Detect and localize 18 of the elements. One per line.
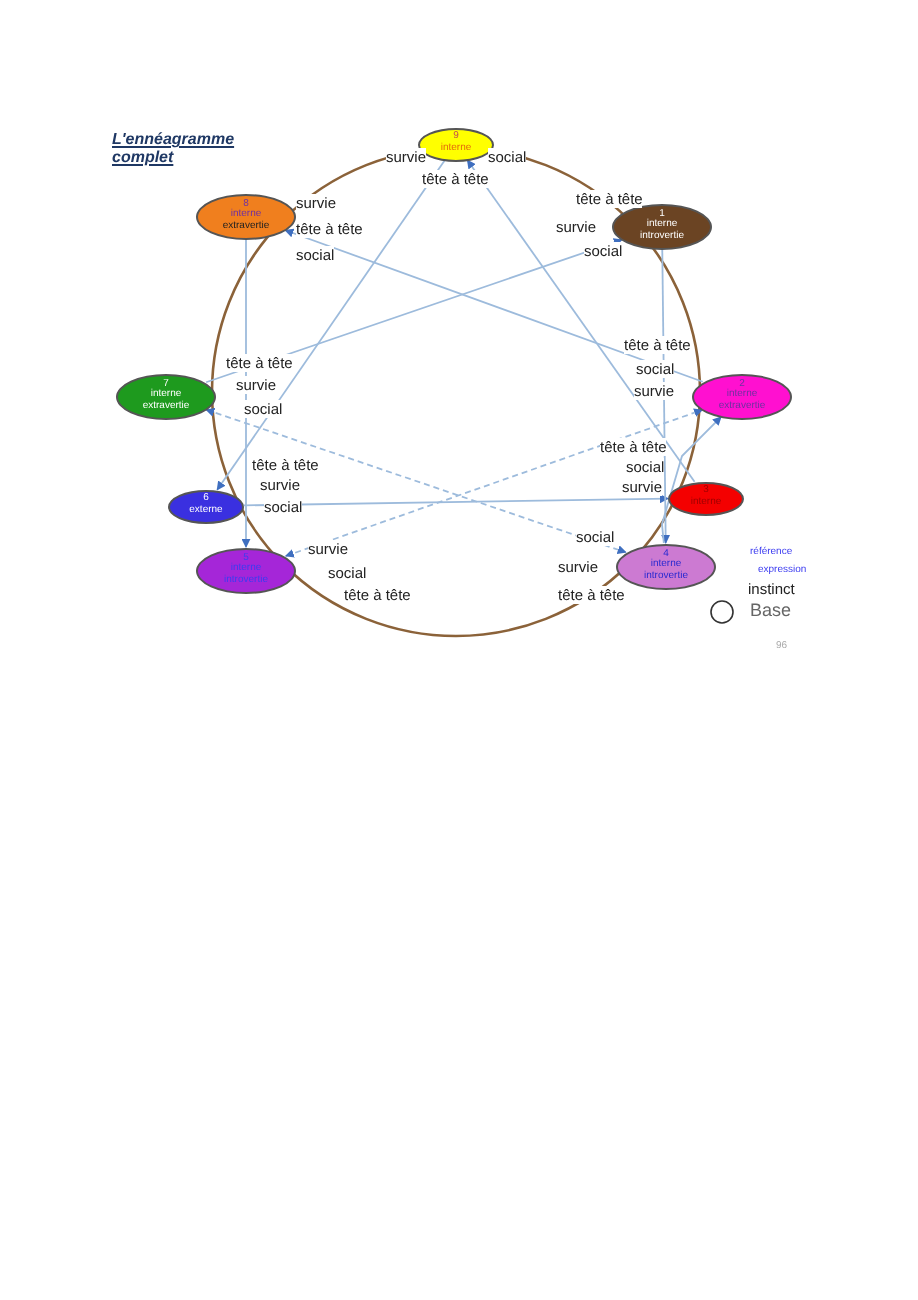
arrow — [241, 238, 251, 548]
ellipse-node — [116, 373, 216, 419]
title: L'ennéagramme complet — [112, 130, 237, 166]
arrow — [205, 408, 627, 554]
arrow — [216, 159, 446, 491]
arrow — [243, 494, 669, 507]
ellipse-node — [196, 547, 296, 593]
arrow — [661, 416, 722, 544]
ellipse-node — [668, 481, 744, 515]
arrow — [466, 159, 696, 483]
ellipse-node — [612, 203, 712, 249]
legend-label: Base — [750, 600, 792, 620]
ellipse-node — [616, 543, 716, 589]
ellipse-node — [692, 373, 792, 419]
ellipse-node — [168, 489, 244, 523]
ellipse-node — [196, 193, 296, 239]
arrow — [284, 408, 704, 558]
arrow — [284, 228, 704, 383]
